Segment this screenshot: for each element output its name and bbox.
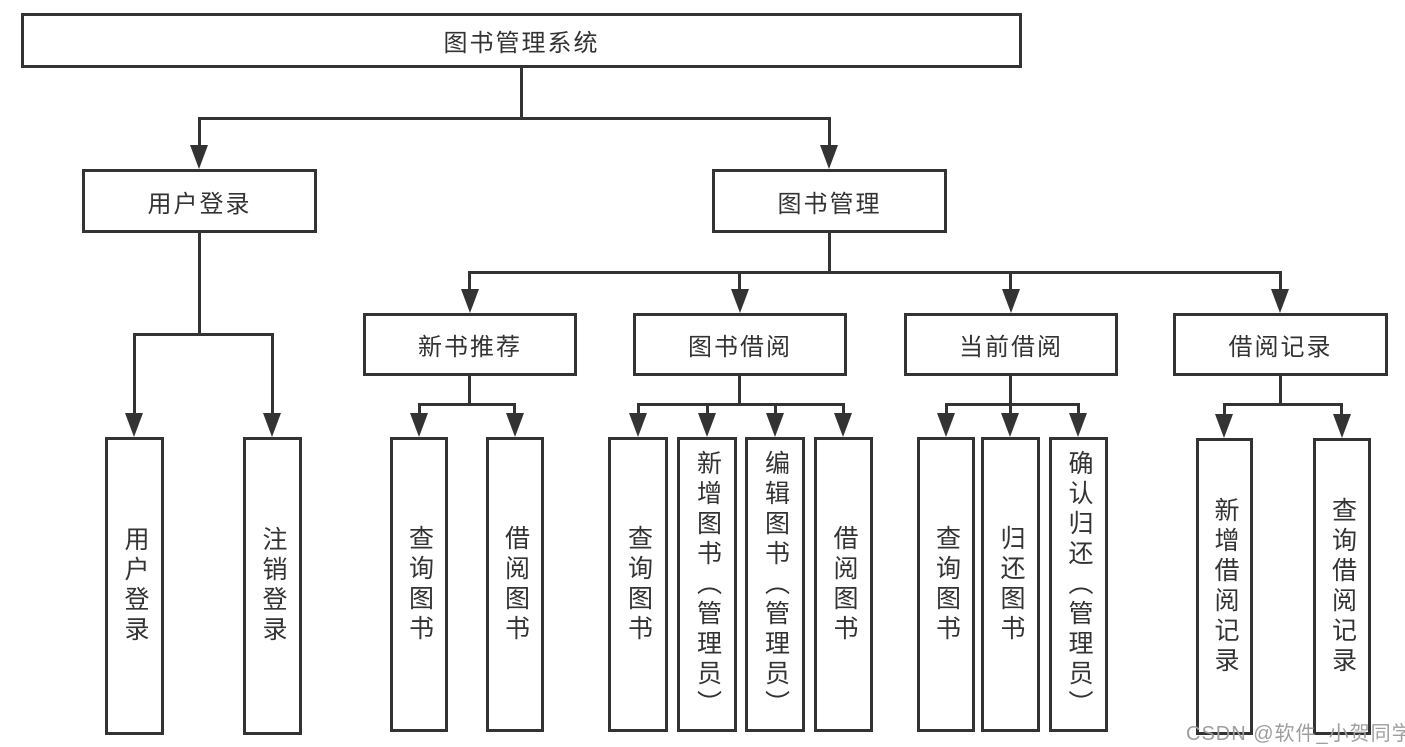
connector-line	[198, 233, 201, 336]
leaf-add-books-admin: 新增图书（管理员）	[677, 437, 737, 732]
connector-line	[1223, 403, 1226, 420]
connector-line	[133, 333, 274, 336]
connector-line	[774, 403, 777, 419]
connector-line	[1279, 376, 1282, 406]
leaf-return-books: 归还图书	[981, 437, 1040, 732]
leaf-edit-books-admin: 编辑图书（管理员）	[745, 437, 805, 732]
leaf-query-books-borrow: 查询图书	[608, 437, 668, 732]
arrowhead-icon	[1069, 413, 1087, 437]
connector-line	[1279, 271, 1282, 295]
arrowhead-icon	[731, 289, 749, 313]
node-new-book-recommend: 新书推荐	[363, 313, 577, 376]
arrowhead-icon	[461, 289, 479, 313]
leaf-user-login: 用户登录	[105, 437, 164, 735]
arrowhead-icon	[506, 413, 524, 437]
leaf-query-books-recommend: 查询图书	[390, 437, 448, 732]
connector-line	[468, 271, 1282, 274]
connector-line	[133, 333, 136, 418]
arrowhead-icon	[698, 413, 716, 437]
connector-line	[1009, 271, 1012, 295]
leaf-query-borrow-record: 查询借阅记录	[1313, 438, 1371, 735]
leaf-logout: 注销登录	[243, 437, 302, 735]
arrowhead-icon	[125, 413, 143, 437]
connector-line	[1340, 403, 1343, 420]
connector-line	[738, 271, 741, 295]
arrowhead-icon	[1002, 289, 1020, 313]
leaf-confirm-return-admin: 确认归还（管理员）	[1049, 437, 1108, 732]
arrowhead-icon	[1271, 289, 1289, 313]
connector-line	[271, 333, 274, 418]
connector-line	[468, 271, 471, 295]
leaf-borrow-books: 借阅图书	[814, 437, 873, 732]
arrowhead-icon	[629, 413, 647, 437]
arrowhead-icon	[190, 145, 208, 169]
connector-line	[520, 68, 523, 118]
connector-line	[468, 376, 471, 406]
connector-line	[198, 117, 831, 120]
node-borrow-record: 借阅记录	[1173, 313, 1388, 376]
connector-line	[1077, 403, 1080, 419]
node-library-management-system: 图书管理系统	[21, 13, 1022, 68]
connector-line	[842, 403, 845, 419]
connector-line	[1223, 403, 1342, 406]
connector-line	[828, 117, 831, 150]
arrowhead-icon	[766, 413, 784, 437]
connector-line	[513, 403, 516, 419]
connector-line	[1009, 403, 1012, 419]
arrowhead-icon	[834, 413, 852, 437]
arrowhead-icon	[263, 413, 281, 437]
connector-line	[945, 403, 948, 419]
connector-line	[418, 403, 515, 406]
arrowhead-icon	[410, 413, 428, 437]
arrowhead-icon	[1001, 413, 1019, 437]
leaf-add-borrow-record: 新增借阅记录	[1196, 438, 1253, 735]
arrowhead-icon	[1215, 414, 1233, 438]
connector-line	[637, 403, 640, 419]
arrowhead-icon	[820, 145, 838, 169]
arrowhead-icon	[1333, 414, 1351, 438]
connector-line	[198, 117, 201, 150]
node-book-management: 图书管理	[712, 169, 947, 233]
connector-line	[1009, 376, 1012, 406]
leaf-borrow-books-recommend: 借阅图书	[486, 437, 544, 732]
connector-line	[706, 403, 709, 419]
connector-line	[738, 376, 741, 406]
connector-line	[418, 403, 421, 419]
connector-line	[637, 403, 845, 406]
node-book-borrow: 图书借阅	[633, 313, 847, 376]
connector-line	[945, 403, 1080, 406]
arrowhead-icon	[937, 413, 955, 437]
node-user-login: 用户登录	[82, 169, 317, 233]
csdn-watermark: CSDN @软件_小贺同学	[1186, 723, 1405, 745]
leaf-query-books-current: 查询图书	[917, 437, 975, 732]
connector-line	[828, 233, 831, 274]
node-current-borrow: 当前借阅	[904, 313, 1118, 376]
